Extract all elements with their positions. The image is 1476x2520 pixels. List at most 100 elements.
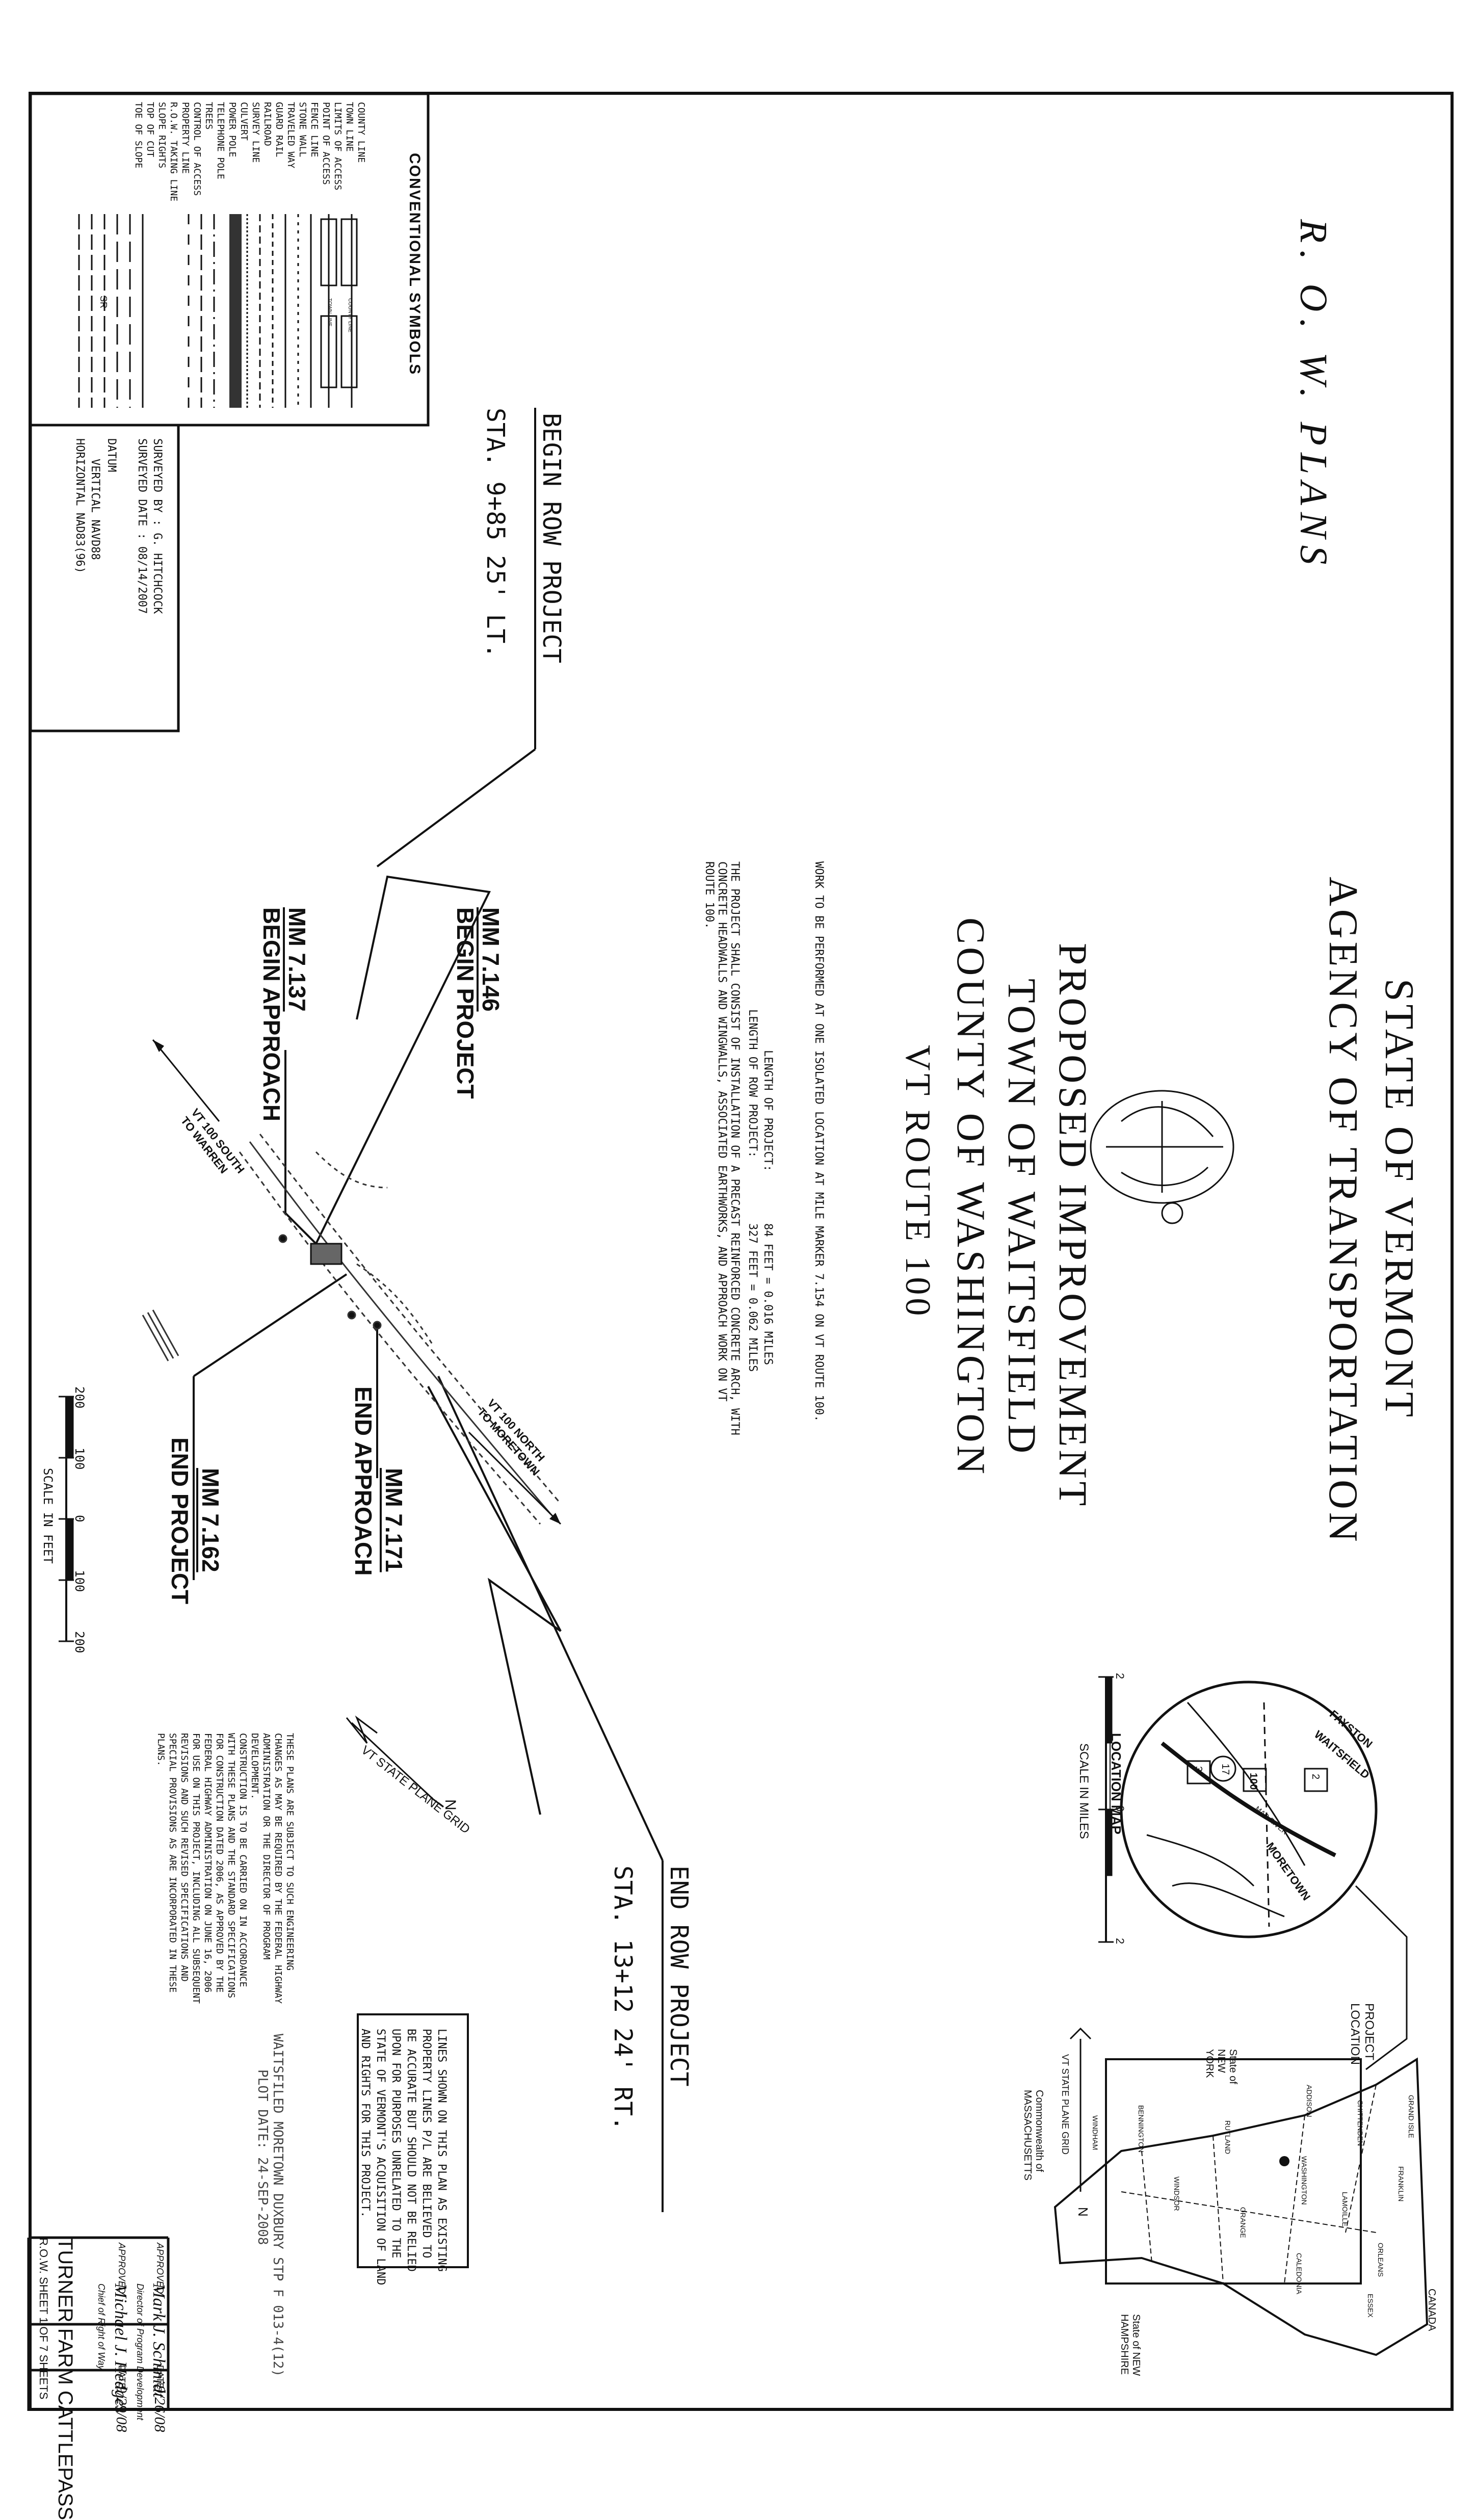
location-map-scale-0: 0	[1114, 1805, 1126, 1812]
county-grand-isle: GRAND ISLE	[1407, 2095, 1415, 2138]
state-new-hampshire: State of NEW HAMPSHIRE	[1119, 2314, 1142, 2376]
title-proposed: PROPOSED IMPROVEMENT	[1051, 943, 1095, 1509]
begin-project-label: BEGIN PROJECT	[452, 907, 479, 1099]
mm146-arrow	[315, 875, 491, 1244]
datum-vertical: VERTICAL NAVD88	[89, 459, 101, 560]
location-map-route-17: 17	[1220, 1764, 1231, 1775]
feet-scale-100a: 100	[72, 1448, 87, 1470]
county-franklin: FRANKLIN	[1397, 2166, 1405, 2202]
symbol-item-7: GUARD RAIL	[274, 102, 284, 158]
sheet-title: TURNER FARM CATTLEPASS	[54, 2238, 76, 2520]
stream-hatch	[142, 1309, 179, 1361]
end-row-label: END ROW PROJECT	[665, 1866, 693, 2087]
approval-date-1: 9/26/08	[151, 2385, 168, 2432]
road-corridor	[239, 1134, 562, 1525]
symbol-item-1: TOWN LINE	[344, 102, 355, 152]
county-windsor: WINDSOR	[1173, 2176, 1181, 2211]
main-north-label: N	[442, 1799, 459, 1810]
county-caledonia: CALEDONIA	[1295, 2253, 1303, 2294]
state-new-york: State of NEW YORK	[1204, 2049, 1238, 2084]
project-number: WAITSFILED MORETOWN DUXBURY STP F 013-4(…	[270, 2034, 285, 2377]
county-washington: WASHINGTON	[1300, 2156, 1308, 2205]
symbol-item-13: TREES	[203, 102, 214, 130]
symbol-item-19: TOE OF SLOPE	[133, 102, 144, 169]
feet-scale-0: 0	[72, 1515, 87, 1522]
row-length-value: 327 FEET = 0.062 MILES	[746, 1223, 759, 1372]
note-line-2: ADMINISTRATION OR THE DIRECTOR OF PROGRA…	[261, 1733, 272, 1960]
plot-date: PLOT DATE: 24-SEP-2008	[255, 2069, 270, 2245]
location-map-scale-label: SCALE IN MILES	[1077, 1743, 1091, 1840]
mm146-label: MM 7.146	[478, 907, 504, 1012]
county-orange: ORANGE	[1239, 2207, 1247, 2238]
end-row-station: STA. 13+12 24' RT.	[609, 1866, 637, 2131]
county-windham: WINDHAM	[1091, 2115, 1099, 2150]
county-rutland: RUTLAND	[1224, 2120, 1232, 2155]
symbol-item-9: SURVEY LINE	[250, 102, 261, 163]
surveyed-by: SURVEYED BY : G. HITCHCOCK	[151, 438, 164, 614]
property-note-frame	[357, 2013, 469, 2268]
plan-sheet: STATE OF VERMONT AGENCY OF TRANSPORTATIO…	[27, 92, 1454, 2520]
symbol-town-line-sample: TOWN LINE	[327, 298, 332, 327]
location-map-title: LOCATION MAP	[1109, 1733, 1124, 1834]
symbol-item-5: STONE WALL	[297, 102, 308, 158]
conventional-symbols-title: CONVENTIONAL SYMBOLS	[406, 153, 423, 376]
state-map-north-label: N	[1075, 2207, 1091, 2217]
symbol-item-17: SLOPE RIGHTS	[156, 102, 167, 169]
symbol-samples	[78, 214, 358, 408]
survey-box	[29, 424, 180, 732]
note-line-8: FOR USE ON THIS PROJECT, INCLUDING ALL S…	[191, 1733, 201, 2004]
symbol-item-8: RAILROAD	[262, 102, 273, 146]
state-canada: CANADA	[1426, 2289, 1437, 2331]
south-arrow	[152, 1039, 220, 1122]
project-location-label: PROJECT LOCATION	[1348, 2003, 1376, 2065]
mm137-leader-2	[284, 1212, 317, 1245]
symbol-item-10: CULVERT	[239, 102, 249, 141]
title-town: TOWN OF WAITSFIELD	[1000, 979, 1044, 1457]
note-line-1: CHANGES AS MAY BE REQUIRED BY THE FEDERA…	[273, 1733, 283, 2004]
symbol-item-4: FENCE LINE	[309, 102, 320, 158]
county-addison: ADDISON	[1305, 2085, 1313, 2117]
symbols-box	[29, 92, 430, 427]
title-agency: AGENCY OF TRANSPORTATION	[1321, 877, 1365, 1545]
approval-date-2: 9/29/08	[113, 2385, 130, 2432]
sheet-border	[29, 92, 1454, 2411]
sheet-number: R.O.W. SHEET 1 OF 7 SHEETS	[37, 2238, 50, 2400]
approval-title-2: Chief of Right of Way	[96, 2283, 107, 2370]
begin-approach-label: BEGIN APPROACH	[258, 907, 285, 1121]
mm162-leader	[193, 1273, 348, 1377]
feet-scale-bar	[59, 1396, 74, 1642]
county-essex: ESSEX	[1366, 2294, 1375, 2318]
surveyed-date: SURVEYED DATE : 08/14/2007	[136, 438, 148, 614]
datum-label: DATUM	[105, 438, 118, 472]
symbol-item-6: TRAVELED WAY	[285, 102, 296, 169]
symbol-item-11: POWER POLE	[227, 102, 238, 158]
location-map-scale-2a: 2	[1114, 1673, 1126, 1679]
vermont-seal	[1090, 1090, 1234, 1224]
work-statement: WORK TO BE PERFORMED AT ONE ISOLATED LOC…	[812, 861, 825, 1422]
state-massachusetts: Commonwealth of MASSACHUSETTS	[1022, 2090, 1045, 2181]
feet-scale-label: SCALE IN FEET	[41, 1468, 55, 1564]
county-chittenden: CHITTENDEN	[1356, 2100, 1364, 2146]
title-county: COUNTY OF WASHINGTON	[949, 917, 993, 1477]
consist-line-2: CONCRETE HEADWALLS AND WINGWALLS, ASSOCI…	[716, 861, 728, 1402]
mm171-label: MM 7.171	[381, 1468, 407, 1572]
end-approach-label: END APPROACH	[350, 1386, 377, 1576]
consist-line-3: ROUTE 100.	[703, 861, 716, 929]
symbol-item-15: PROPERTY LINE	[180, 102, 191, 174]
length-label: LENGTH OF PROJECT:	[761, 1050, 774, 1172]
mm171-arrow	[427, 1386, 562, 1815]
symbol-item-3: POINT OF ACCESS	[321, 102, 331, 185]
location-map-scale-2b: 2	[1114, 1938, 1126, 1945]
symbol-item-2: LIMITS OF ACCESS	[332, 102, 343, 191]
note-line-11: PLANS.	[155, 1733, 166, 1767]
title-route: VT ROUTE 100	[898, 1045, 937, 1319]
note-line-4: CONSTRUCTION IS TO BE CARRIED ON IN ACCO…	[238, 1733, 248, 1987]
note-line-0: THESE PLANS ARE SUBJECT TO SUCH ENGINEER…	[284, 1733, 295, 1971]
note-line-5: WITH THESE PLANS AND THE STANDARD SPECIF…	[226, 1733, 236, 1999]
location-map-route-2: 2	[1310, 1774, 1321, 1780]
feet-scale-200b: 200	[72, 1631, 87, 1653]
location-map-route-3: 3	[1193, 1766, 1204, 1772]
property-note-box	[1105, 2058, 1362, 2285]
symbol-item-18: TOP OF CUT	[145, 102, 155, 158]
title-block-lines	[27, 2236, 170, 2411]
